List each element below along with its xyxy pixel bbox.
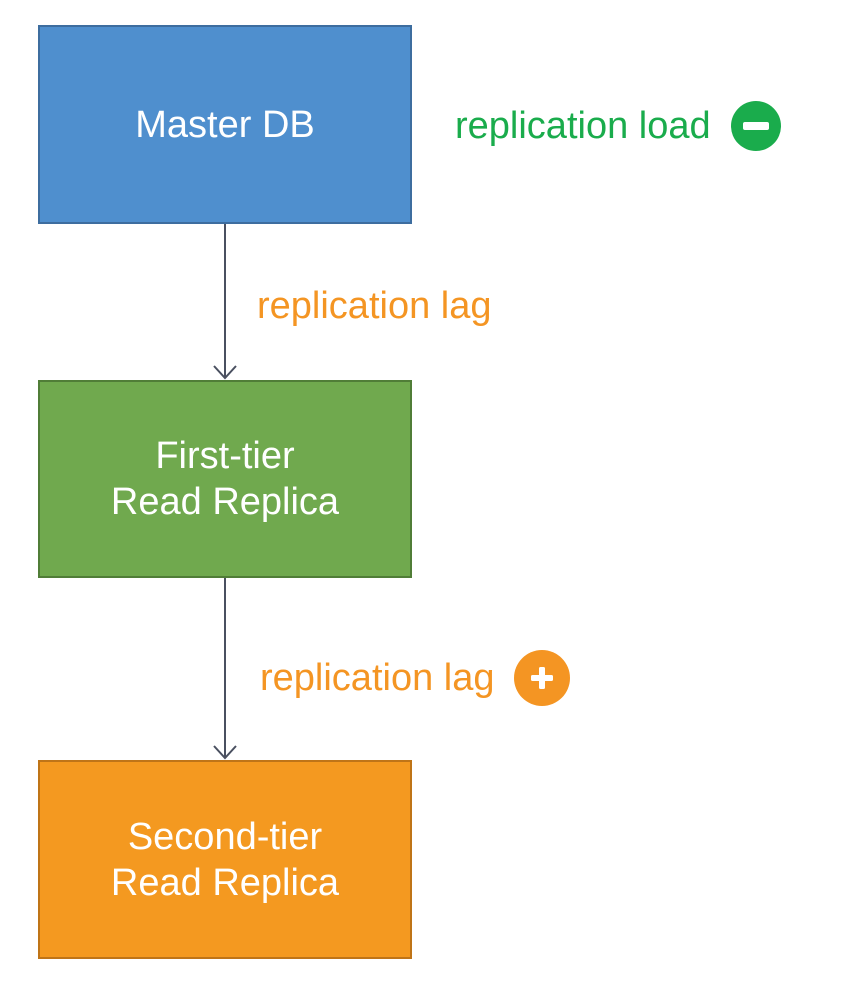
second-tier-label-line1: Second-tier: [127, 815, 323, 858]
arrow-master-to-first: [213, 224, 237, 380]
first-tier-label-line2: Read Replica: [110, 481, 340, 523]
plus-circle-icon: [514, 650, 571, 706]
master-db-node: Master DB: [38, 25, 412, 224]
second-tier-label-line2: Read Replica: [110, 861, 340, 904]
replication-lag-text-1: replication lag: [257, 285, 492, 327]
master-db-label: Master DB: [135, 103, 315, 146]
replication-lag-text-2: replication lag: [260, 657, 495, 699]
first-tier-replica-node: First-tier Read Replica: [38, 380, 412, 578]
first-tier-label-line1: First-tier: [155, 435, 295, 477]
minus-circle-icon: [730, 101, 781, 151]
arrow-first-to-second: [213, 578, 237, 760]
replication-load-text: replication load: [455, 105, 711, 147]
second-tier-replica-node: Second-tier Read Replica: [38, 760, 412, 959]
replication-lag-annotation-1: replication lag: [257, 284, 491, 328]
replication-load-annotation: replication load: [455, 101, 781, 151]
replication-lag-annotation-2: replication lag: [260, 650, 571, 706]
